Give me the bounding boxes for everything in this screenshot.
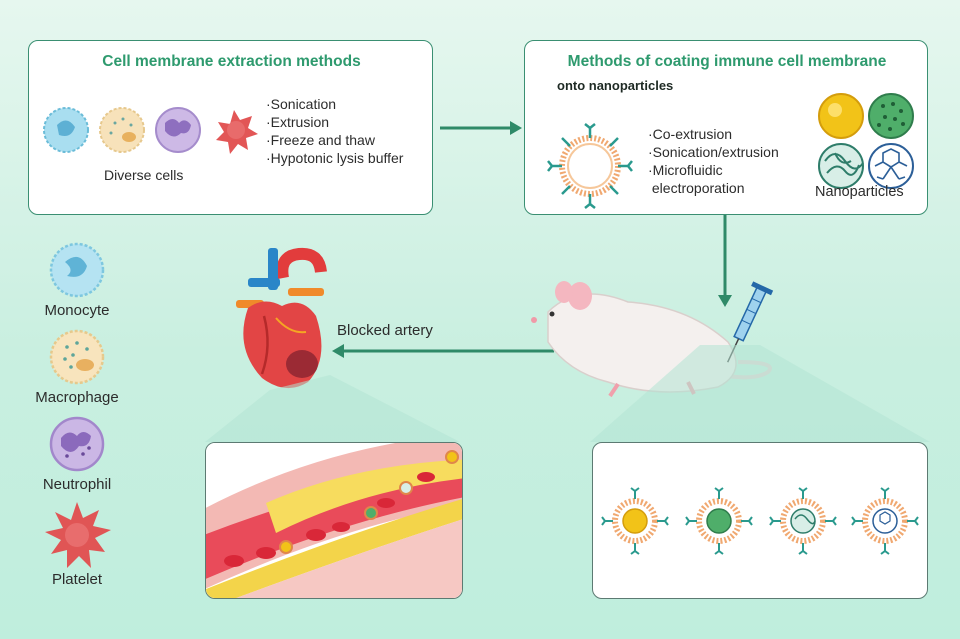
extraction-panel: Cell membrane extraction methods ·Sonica… bbox=[28, 40, 433, 215]
blocked-artery-label: Blocked artery bbox=[337, 322, 433, 339]
porous-nanoparticle-icon bbox=[868, 93, 914, 139]
gold-nanoparticle-icon bbox=[818, 93, 864, 139]
extraction-method-freeze-thaw: ·Freeze and thaw bbox=[266, 132, 375, 148]
arrow-left bbox=[332, 344, 554, 358]
coated-np-row bbox=[601, 487, 919, 555]
label-monocyte: Monocyte bbox=[44, 302, 110, 319]
coated-nanoparticle-icon bbox=[547, 123, 633, 209]
coating-title: Methods of coating immune cell membrane bbox=[567, 53, 887, 70]
extraction-method-sonication: ·Sonication bbox=[266, 96, 337, 112]
coated-polymer-np-icon bbox=[769, 487, 837, 555]
arrow-right bbox=[440, 121, 522, 135]
nanoparticles-label: Nanoparticles bbox=[815, 184, 904, 200]
extraction-method-hypotonic: ·Hypotonic lysis buffer bbox=[266, 150, 404, 166]
artery-illustration bbox=[206, 443, 462, 598]
coated-fullerene-np-icon bbox=[851, 487, 919, 555]
label-macrophage: Macrophage bbox=[35, 389, 119, 406]
arrow-down bbox=[718, 215, 732, 307]
fullerene-nanoparticle-icon bbox=[868, 143, 914, 189]
extraction-method-extrusion: ·Extrusion bbox=[266, 114, 330, 130]
diverse-cells-label: Diverse cells bbox=[104, 167, 184, 183]
coated-porous-np-icon bbox=[685, 487, 753, 555]
coating-subtitle: onto nanoparticles bbox=[557, 78, 674, 93]
small-macrophage-icon bbox=[99, 107, 145, 153]
artery-zoom-panel bbox=[205, 442, 463, 599]
coating-method-electroporation: electroporation bbox=[648, 180, 745, 196]
extraction-title: Cell membrane extraction methods bbox=[102, 53, 361, 70]
coated-np-zoom-panel bbox=[592, 442, 928, 599]
label-neutrophil: Neutrophil bbox=[42, 476, 112, 493]
coating-method-coextrusion: ·Co-extrusion bbox=[648, 126, 733, 142]
heart-illustration bbox=[236, 247, 327, 389]
diverse-cells-illustration bbox=[43, 107, 258, 154]
coating-method-microfluidic: ·Microfluidic bbox=[648, 162, 723, 178]
platelet-icon bbox=[45, 502, 111, 568]
nanoparticles-illustration bbox=[818, 93, 914, 189]
artery-coated-np-icon bbox=[279, 450, 459, 554]
monocyte-icon bbox=[49, 242, 105, 298]
coating-panel: Methods of coating immune cell membrane … bbox=[524, 40, 928, 215]
small-neutrophil-icon bbox=[155, 107, 201, 153]
neutrophil-icon bbox=[49, 416, 105, 472]
syringe-icon bbox=[726, 281, 774, 363]
label-platelet: Platelet bbox=[51, 571, 103, 588]
coated-gold-np-icon bbox=[601, 487, 669, 555]
small-monocyte-icon bbox=[43, 107, 89, 153]
small-platelet-icon bbox=[216, 110, 258, 154]
macrophage-icon bbox=[49, 329, 105, 385]
polymer-nanoparticle-icon bbox=[818, 143, 864, 189]
coating-method-sonication-extrusion: ·Sonication/extrusion bbox=[648, 144, 779, 160]
